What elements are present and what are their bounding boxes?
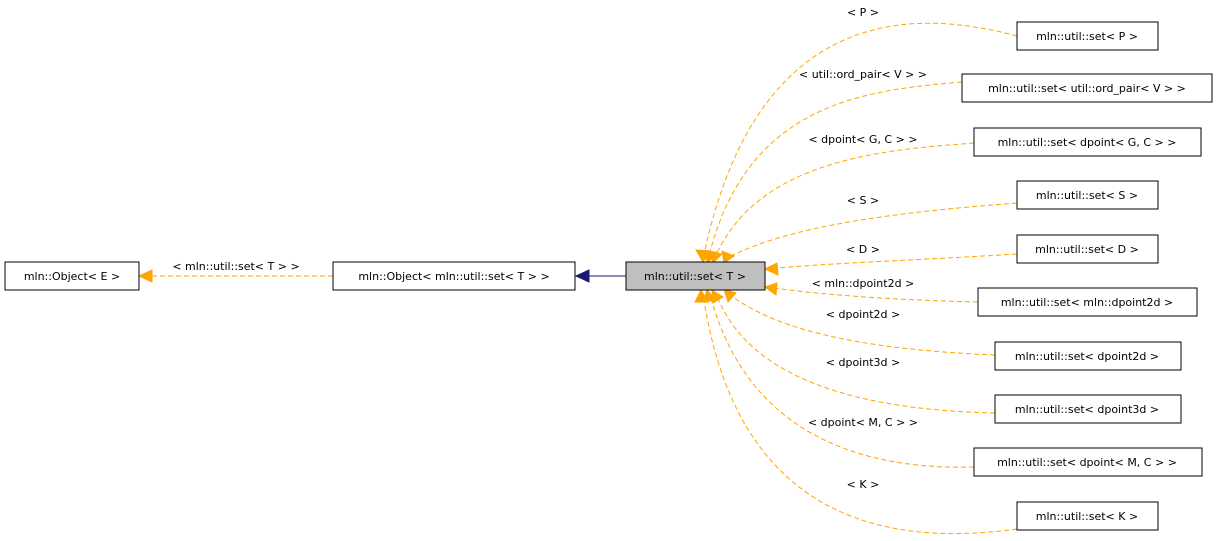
edge-set-d <box>765 253 1018 270</box>
arrowhead-set-k <box>694 288 709 303</box>
edge-set-dpoint-mc <box>710 297 975 468</box>
node-set-ordpair-label: mln::util::set< util::ord_pair< V > > <box>988 82 1186 95</box>
node-set-dpoint2d[interactable]: mln::util::set< dpoint2d > <box>994 341 1182 371</box>
node-set-dpoint2d-mln-label: mln::util::set< mln::dpoint2d > <box>1001 296 1173 309</box>
edge-set-dpoint2d-mln <box>765 286 979 303</box>
edge-label-set-dpoint2d: < dpoint2d > <box>826 308 900 321</box>
node-set-k-label: mln::util::set< K > <box>1036 510 1138 523</box>
node-object-set-label: mln::Object< mln::util::set< T > > <box>358 270 549 283</box>
edge-label-set-dpoint2d-mln: < mln::dpoint2d > <box>812 277 915 290</box>
node-object-e[interactable]: mln::Object< E > <box>4 261 140 291</box>
arrowhead-set-d <box>763 262 779 276</box>
node-set-dpoint2d-mln[interactable]: mln::util::set< mln::dpoint2d > <box>977 287 1198 317</box>
node-set-t[interactable]: mln::util::set< T > <box>625 261 766 291</box>
node-set-ordpair[interactable]: mln::util::set< util::ord_pair< V > > <box>961 73 1213 103</box>
edge-label-set-s: < S > <box>847 194 879 207</box>
edge-label-set-dpoint-gc: < dpoint< G, C > > <box>808 133 917 146</box>
node-set-dpoint-mc[interactable]: mln::util::set< dpoint< M, C > > <box>973 447 1203 477</box>
node-set-t-label: mln::util::set< T > <box>644 270 746 283</box>
node-set-dpoint3d-label: mln::util::set< dpoint3d > <box>1015 403 1159 416</box>
edge-label-object-e: < mln::util::set< T > > <box>172 260 299 273</box>
node-set-k[interactable]: mln::util::set< K > <box>1016 501 1159 531</box>
node-set-s-label: mln::util::set< S > <box>1036 189 1138 202</box>
arrowhead-set-s <box>721 250 736 264</box>
edge-label-set-ordpair: < util::ord_pair< V > > <box>799 68 927 81</box>
edge-label-set-dpoint-mc: < dpoint< M, C > > <box>808 416 918 429</box>
edge-set-dpoint2d <box>727 292 996 356</box>
edge-set-ordpair <box>709 81 963 253</box>
edge-label-set-d: < D > <box>846 243 880 256</box>
node-object-e-label: mln::Object< E > <box>24 270 120 283</box>
edge-label-set-p: < P > <box>847 6 879 19</box>
node-set-dpoint2d-label: mln::util::set< dpoint2d > <box>1015 350 1159 363</box>
arrowhead-set-dpoint2d-mln <box>763 282 778 296</box>
edge-label-set-k: < K > <box>847 478 880 491</box>
arrowhead-set-dpoint3d <box>711 289 724 304</box>
node-object-set[interactable]: mln::Object< mln::util::set< T > > <box>332 261 576 291</box>
edge-set-p <box>704 22 1018 251</box>
node-set-dpoint-mc-label: mln::util::set< dpoint< M, C > > <box>997 456 1177 469</box>
node-set-s[interactable]: mln::util::set< S > <box>1016 180 1159 210</box>
node-set-p-label: mln::util::set< P > <box>1036 30 1138 43</box>
edge-set-dpoint-gc <box>715 142 975 256</box>
node-set-dpoint-gc-label: mln::util::set< dpoint< G, C > > <box>998 136 1177 149</box>
edge-label-set-dpoint3d: < dpoint3d > <box>826 356 900 369</box>
node-set-d[interactable]: mln::util::set< D > <box>1016 234 1159 264</box>
edge-set-s <box>726 202 1018 259</box>
node-set-p[interactable]: mln::util::set< P > <box>1016 21 1159 51</box>
arrowhead-inherit <box>574 269 590 283</box>
arrowhead-object-e <box>137 269 153 283</box>
edge-set-dpoint3d <box>716 295 996 414</box>
edge-set-k <box>703 299 1018 535</box>
arrowhead-set-dpoint2d <box>723 288 737 303</box>
arrowhead-set-dpoint-gc <box>708 250 723 264</box>
node-set-dpoint-gc[interactable]: mln::util::set< dpoint< G, C > > <box>973 127 1202 157</box>
node-set-dpoint3d[interactable]: mln::util::set< dpoint3d > <box>994 394 1182 424</box>
node-set-d-label: mln::util::set< D > <box>1035 243 1139 256</box>
